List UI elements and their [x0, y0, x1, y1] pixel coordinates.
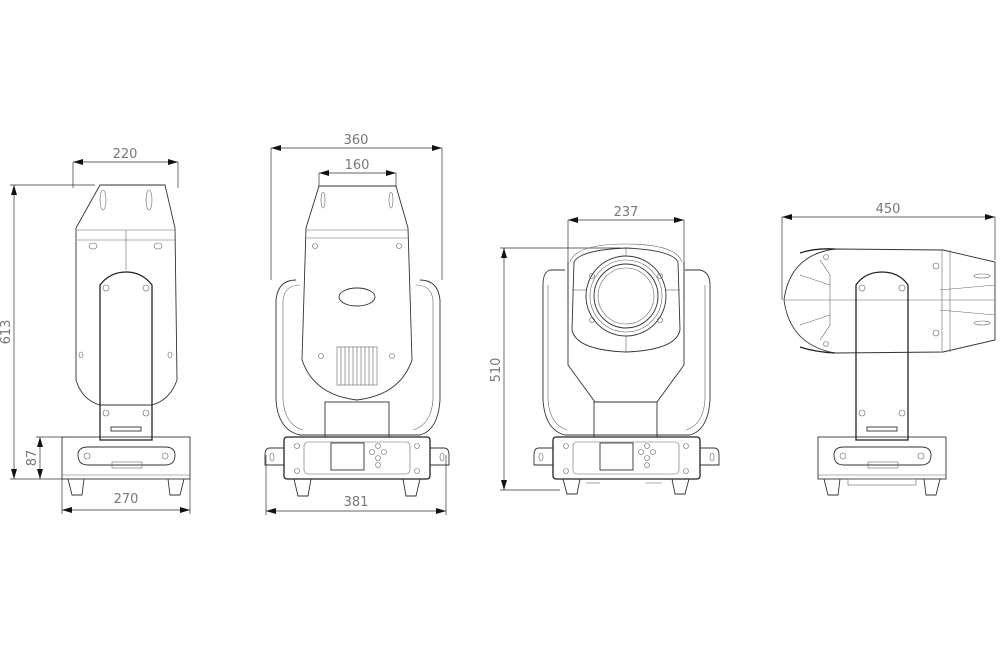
dim-270: 270 — [114, 492, 139, 507]
dim-87: 87 — [25, 450, 40, 467]
front-view: 237 510 — [489, 205, 720, 495]
vent-grille — [336, 346, 378, 386]
side-view-left: 220 613 87 270 — [0, 147, 191, 514]
dim-613: 613 — [0, 320, 14, 345]
dim-220: 220 — [113, 147, 138, 162]
rear-view: 360 160 381 — [264, 133, 450, 515]
side-view-tilted: 450 — [781, 202, 996, 496]
dim-510: 510 — [489, 358, 504, 383]
dim-450: 450 — [876, 202, 901, 217]
dim-237: 237 — [614, 205, 639, 220]
dim-160: 160 — [345, 158, 370, 173]
dim-360: 360 — [344, 133, 369, 148]
dim-381: 381 — [344, 495, 369, 510]
